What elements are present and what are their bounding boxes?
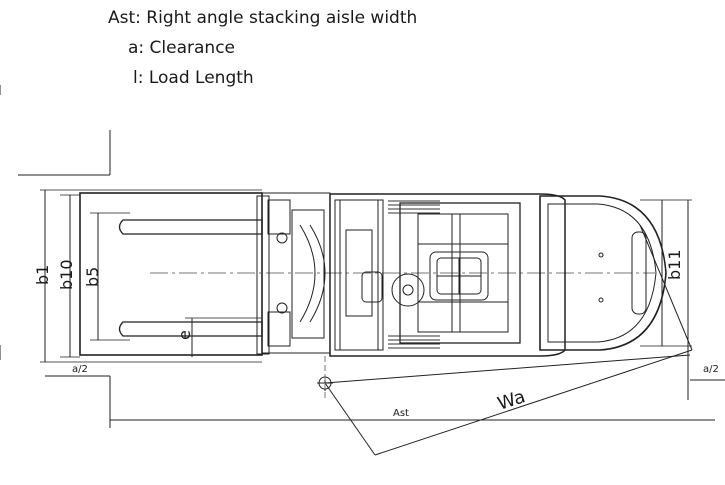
dim-wa: Wa (495, 386, 528, 415)
carriage-bolt (276, 232, 288, 244)
turning-radius-line (324, 354, 691, 384)
tow-pin (598, 252, 604, 258)
dim-b1: b1 (33, 265, 52, 285)
mast-curve (309, 224, 326, 323)
wa-line (324, 382, 376, 456)
seat (429, 251, 489, 301)
vent-bottom (388, 335, 440, 349)
dim-ast: Ast (393, 408, 409, 419)
counterweight-inner (547, 203, 657, 343)
steering-wheel (391, 273, 425, 307)
fork-bottom (118, 321, 263, 337)
dim-a-half-left: a/2 (72, 364, 88, 375)
carriage-block (267, 199, 291, 235)
dim-b11: b11 (665, 249, 684, 280)
dashboard (361, 271, 383, 303)
mast-frame (345, 229, 373, 317)
dim-e: e (175, 330, 194, 340)
mast-curve (299, 224, 316, 323)
carriage-bolt (276, 302, 288, 314)
dim-b10: b10 (57, 259, 76, 290)
legend-clearance: a: Clearance (128, 38, 236, 58)
vent-top (388, 200, 440, 214)
steering-hub (402, 284, 414, 296)
overhead-guard (399, 202, 521, 344)
dim-b5: b5 (83, 267, 102, 287)
mast-assembly (334, 199, 384, 351)
carriage-block (267, 311, 291, 347)
fork-carriage (256, 195, 270, 355)
counterweight (539, 195, 667, 351)
mast-inner (291, 209, 325, 339)
legend: Ast: Right angle stacking aisle width a:… (0, 0, 725, 100)
legend-load-length: l: Load Length (133, 68, 254, 88)
legend-ast: Ast: Right angle stacking aisle width (108, 8, 418, 28)
cab-inner (417, 213, 509, 333)
dim-a-half-right: a/2 (703, 364, 719, 375)
fork-top (118, 219, 263, 235)
load-outline (79, 192, 263, 356)
wa-line (374, 349, 693, 456)
rear-lamp (631, 231, 647, 315)
turning-envelope (639, 224, 693, 351)
tow-pin (598, 297, 604, 303)
